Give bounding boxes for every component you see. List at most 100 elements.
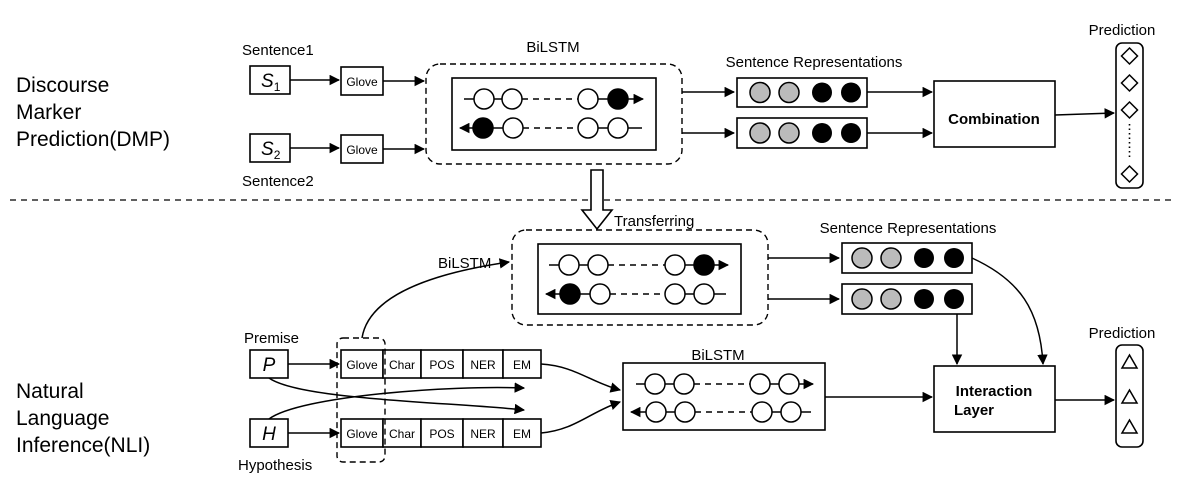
transferring-label: Transferring bbox=[614, 213, 694, 230]
interaction-label-line-1: Interaction bbox=[956, 383, 1033, 400]
lstm-cell bbox=[558, 254, 580, 276]
glove-to-transferred-bilstm-arrow bbox=[361, 258, 511, 339]
premise-feature-row: Glove Char POS NER EM bbox=[340, 349, 542, 379]
s2-subscript: 2 bbox=[274, 148, 281, 162]
dmp-glove-1: Glove bbox=[340, 66, 384, 96]
dmp-bilstm-label: BiLSTM bbox=[526, 39, 579, 56]
h-to-premise-em-arrow bbox=[268, 382, 526, 420]
lstm-cell bbox=[501, 88, 523, 110]
glove-highlight-box bbox=[336, 337, 386, 463]
transfer-arrow-icon bbox=[580, 169, 614, 231]
combination-box: Combination bbox=[933, 80, 1056, 148]
interaction-layer-box: Interaction Layer bbox=[933, 365, 1056, 433]
combination-to-prediction-arrow bbox=[1054, 108, 1116, 119]
pos-feature bbox=[420, 418, 464, 448]
lstm-cell-filled bbox=[693, 254, 715, 276]
dmp-forward-lstm-row bbox=[464, 88, 645, 110]
diamond-icon bbox=[1120, 73, 1139, 93]
dmp-glove-1-label: Glove bbox=[346, 75, 378, 89]
nli-forward-lstm-row bbox=[636, 373, 815, 395]
p-node: P bbox=[249, 349, 289, 379]
dmp-rep-vector-1 bbox=[736, 77, 868, 108]
premise-features-to-bilstm-arrow bbox=[540, 363, 622, 393]
dmp-rep-vector-2 bbox=[736, 117, 868, 149]
nli-bilstm-label: BiLSTM bbox=[691, 347, 744, 364]
lstm-cell bbox=[577, 88, 599, 110]
dmp-glove-2: Glove bbox=[340, 134, 384, 164]
triangle-icon bbox=[1120, 388, 1139, 404]
hypothesis-label: Hypothesis bbox=[238, 457, 312, 474]
h-symbol: H bbox=[262, 424, 276, 445]
lstm-cell bbox=[693, 283, 715, 305]
feature-label: EM bbox=[513, 358, 531, 372]
feature-label: EM bbox=[513, 427, 531, 441]
dmp-prediction-label: Prediction bbox=[1089, 22, 1156, 39]
diamond-icon bbox=[1120, 46, 1139, 66]
p-symbol: P bbox=[263, 355, 276, 376]
lstm-cell-filled bbox=[472, 117, 494, 139]
lstm-cell bbox=[577, 117, 599, 139]
dmp-sentence-representations-label: Sentence Representations bbox=[726, 54, 903, 71]
nli-transferred-backward-row bbox=[544, 283, 726, 305]
nli-prediction-label: Prediction bbox=[1089, 325, 1156, 342]
feature-label: POS bbox=[429, 427, 454, 441]
rep1-to-interaction-arrow bbox=[971, 257, 1048, 366]
interaction-label-line-2: Layer bbox=[954, 402, 994, 419]
feature-label: NER bbox=[470, 427, 496, 441]
p-to-hypothesis-em-arrow bbox=[268, 377, 526, 415]
sentence2-label: Sentence2 bbox=[242, 173, 314, 190]
dmp-backward-lstm-row bbox=[458, 117, 642, 139]
dmp-label-line-1: Discourse bbox=[16, 74, 109, 97]
lstm-cell bbox=[664, 283, 686, 305]
nli-transferred-forward-row bbox=[549, 254, 730, 276]
feature-label: Char bbox=[389, 427, 415, 441]
lstm-cell bbox=[587, 254, 609, 276]
lstm-cell bbox=[674, 401, 696, 423]
nli-sentence-representations-label: Sentence Representations bbox=[820, 220, 997, 237]
nli-rep-vector-1 bbox=[841, 242, 973, 274]
nli-rep-vector-2 bbox=[841, 283, 973, 315]
hypothesis-features-to-bilstm-arrow bbox=[540, 400, 621, 434]
nli-label-line-2: Language bbox=[16, 407, 109, 430]
feature-label: Glove bbox=[346, 358, 378, 372]
lstm-cell-filled bbox=[559, 283, 581, 305]
lstm-cell bbox=[607, 117, 629, 139]
lstm-cell bbox=[644, 373, 666, 395]
ner-feature bbox=[462, 418, 504, 448]
lstm-cell bbox=[749, 373, 771, 395]
dmp-bilstm-container bbox=[425, 63, 683, 165]
s2-symbol: S bbox=[261, 139, 274, 160]
lstm-cell bbox=[645, 401, 667, 423]
s2-node: S2 bbox=[249, 133, 291, 163]
dmp-label-line-2: Marker bbox=[16, 101, 81, 124]
h-node: H bbox=[249, 418, 289, 448]
nli-transferred-bilstm-container bbox=[511, 229, 769, 326]
combination-label: Combination bbox=[948, 111, 1040, 128]
lstm-cell bbox=[780, 401, 802, 423]
diamond-icon bbox=[1120, 164, 1139, 184]
feature-label: Char bbox=[389, 358, 415, 372]
svg-text:S2: S2 bbox=[261, 139, 281, 162]
nli-prediction-vector bbox=[1115, 344, 1144, 448]
dmp-label-line-3: Prediction(DMP) bbox=[16, 128, 170, 151]
char-feature bbox=[382, 349, 422, 379]
s1-subscript: 1 bbox=[274, 80, 281, 94]
nli-backward-lstm-row bbox=[629, 401, 811, 423]
dmp-glove-2-label: Glove bbox=[346, 143, 378, 157]
svg-text:S1: S1 bbox=[261, 71, 281, 94]
lstm-cell bbox=[664, 254, 686, 276]
hypothesis-feature-row: Glove Char POS NER EM bbox=[340, 418, 542, 448]
dmp-section-label: Discourse Marker Prediction(DMP) bbox=[16, 74, 170, 151]
diamond-icon bbox=[1120, 100, 1139, 120]
nli-label-line-1: Natural bbox=[16, 380, 84, 403]
feature-label: Glove bbox=[346, 427, 378, 441]
lstm-cell bbox=[673, 373, 695, 395]
lstm-cell bbox=[473, 88, 495, 110]
lstm-cell bbox=[589, 283, 611, 305]
lstm-cell bbox=[502, 117, 524, 139]
feature-label: NER bbox=[470, 358, 496, 372]
triangle-icon bbox=[1120, 418, 1139, 434]
sentence1-label: Sentence1 bbox=[242, 42, 314, 59]
premise-label: Premise bbox=[244, 330, 299, 347]
